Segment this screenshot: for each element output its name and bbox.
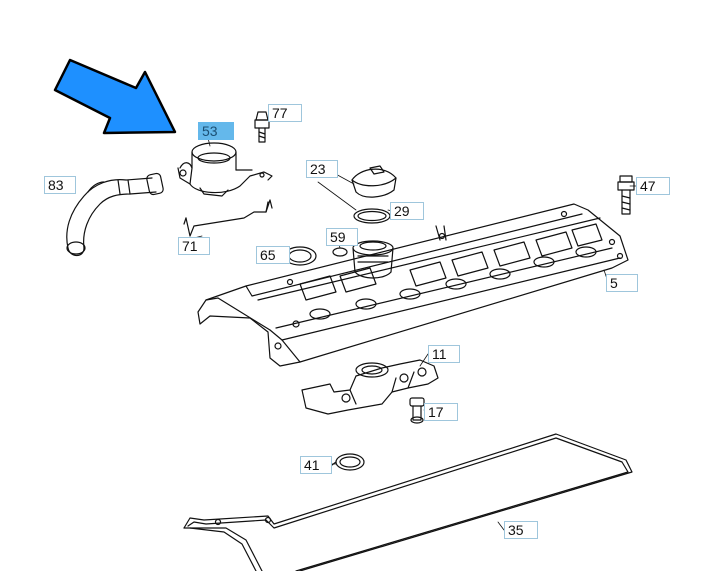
part-label-77: 77 bbox=[268, 104, 302, 122]
bolt-77 bbox=[254, 111, 270, 143]
part-label-17: 17 bbox=[424, 403, 458, 421]
bracket-clip bbox=[183, 199, 273, 237]
part-label-35: 35 bbox=[504, 521, 538, 539]
seal-ring-41 bbox=[327, 453, 365, 471]
oil-separator-valve bbox=[177, 142, 273, 197]
part-label-53: 53 bbox=[198, 122, 234, 140]
bolt-47 bbox=[617, 175, 635, 215]
part-label-47: 47 bbox=[636, 177, 670, 195]
part-label-71: 71 bbox=[178, 237, 210, 255]
part-label-11: 11 bbox=[428, 345, 460, 363]
breather-hose bbox=[66, 172, 164, 257]
part-label-65: 65 bbox=[256, 246, 290, 264]
oil-filler-cap bbox=[351, 165, 397, 198]
cover-gasket bbox=[183, 433, 633, 571]
part-label-23: 23 bbox=[306, 160, 338, 178]
pointer-arrow-icon bbox=[53, 58, 177, 135]
part-label-83: 83 bbox=[44, 176, 76, 194]
screw-17 bbox=[409, 397, 425, 424]
seal-59 bbox=[332, 247, 348, 257]
valve-cover bbox=[197, 203, 629, 367]
part-label-29: 29 bbox=[390, 202, 424, 220]
cap-seal-ring bbox=[353, 208, 391, 224]
part-label-41: 41 bbox=[300, 456, 332, 474]
part-label-59: 59 bbox=[326, 228, 358, 246]
baffle-plate bbox=[301, 359, 439, 415]
part-label-5: 5 bbox=[606, 274, 638, 292]
